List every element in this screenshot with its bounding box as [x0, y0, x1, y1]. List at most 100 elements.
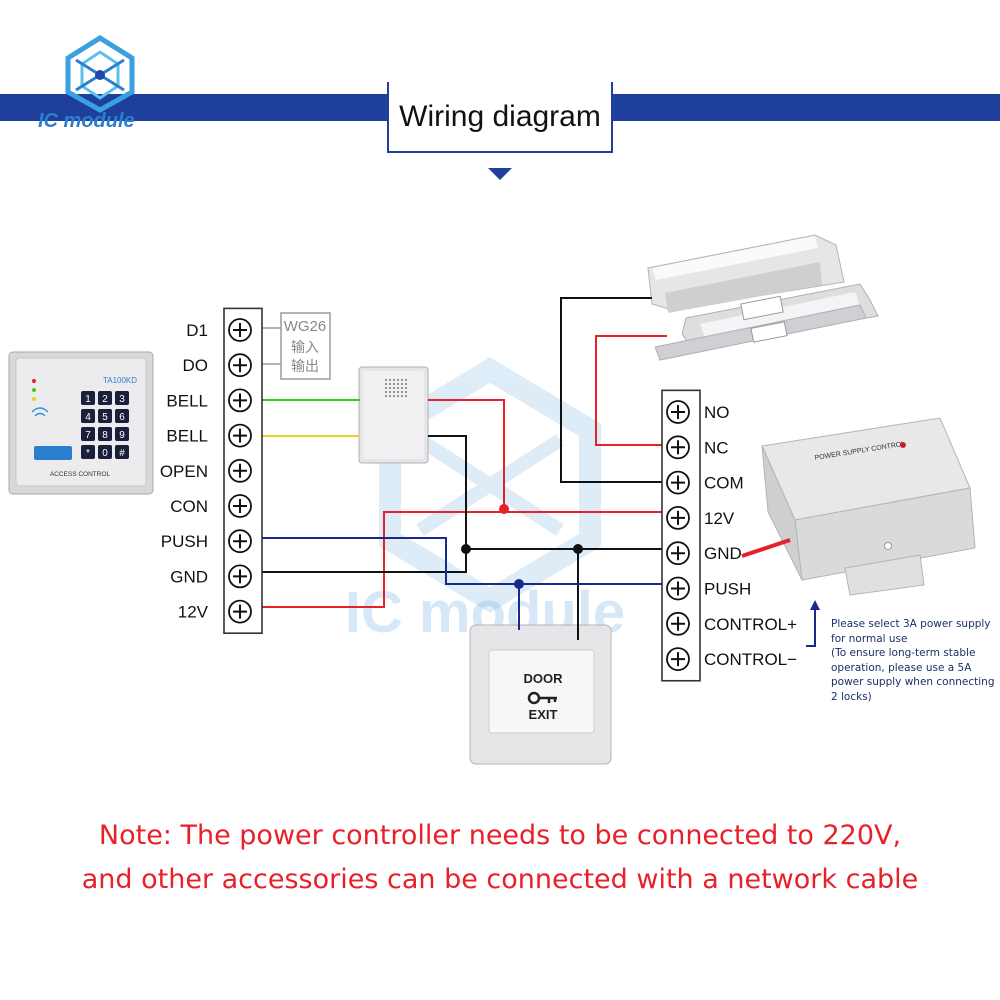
terminal-left-do: DO — [183, 353, 252, 378]
terminal-label-control: CONTROL+ — [704, 615, 797, 634]
bell-grille-hole — [389, 387, 391, 389]
terminal-strip-body — [661, 389, 701, 682]
bell-grille-hole — [393, 395, 395, 397]
title-box-border — [387, 82, 613, 153]
keypad-key — [81, 391, 95, 405]
bell-grille-hole — [393, 391, 395, 393]
brand-name: IC module — [38, 110, 135, 132]
bell-grille-hole — [389, 391, 391, 393]
power-supply-note: Please select 3A power supply for normal… — [831, 617, 999, 704]
terminal-left-bell: BELL — [166, 423, 252, 448]
junction-dot — [461, 544, 471, 554]
bell-grille-hole — [393, 387, 395, 389]
bell-grille-hole — [385, 391, 387, 393]
terminal-left-12v: 12V — [178, 599, 252, 624]
keypad-key-label: 0 — [102, 448, 108, 459]
keypad-key — [98, 427, 112, 441]
terminal-right-gnd: GND — [666, 541, 742, 566]
bell-grille-hole — [389, 395, 391, 397]
psu-gnd-wire-red — [741, 538, 791, 558]
keypad-key-label: # — [119, 448, 125, 459]
bell-grille-hole — [401, 387, 403, 389]
brand-logo — [65, 35, 135, 113]
keypad-key — [81, 409, 95, 423]
lock-nc-wire-red — [595, 335, 667, 446]
terminal-label-gnd: GND — [704, 544, 742, 563]
keypad-key-label: 6 — [119, 412, 125, 423]
terminal-right-push: PUSH — [666, 576, 751, 601]
bell-grille-hole — [385, 395, 387, 397]
keypad-key-label: 9 — [119, 430, 125, 441]
bell-grille-hole — [385, 383, 387, 385]
terminal-label-bell: BELL — [166, 427, 208, 446]
keypad-key — [98, 409, 112, 423]
terminal-label-do: DO — [183, 356, 209, 375]
keypad-key — [115, 427, 129, 441]
terminal-left-bell: BELL — [166, 388, 252, 413]
key-icon — [527, 691, 557, 705]
wire-junctions — [461, 504, 583, 589]
terminal-label-12v: 12V — [704, 509, 735, 528]
bell-grille-hole — [401, 391, 403, 393]
bell-grille-hole — [389, 379, 391, 381]
exit-button-line1: DOOR — [524, 671, 564, 686]
keypad-key-label: 5 — [102, 412, 108, 423]
keypad-model: TA100KD — [103, 376, 137, 385]
keypad-key-label: 3 — [119, 394, 125, 405]
power-supply-note-line1: Please select 3A power supply for normal… — [831, 618, 991, 645]
keypad-key-label: * — [86, 448, 90, 459]
note-line1: Note: The power controller needs to be c… — [98, 820, 902, 851]
gnd-wire-black — [256, 548, 662, 573]
bell-grille-hole — [405, 387, 407, 389]
bell-grille-hole — [405, 391, 407, 393]
keypad-key — [115, 445, 129, 459]
power-supply-note-line2: (To ensure long-term stable operation, p… — [831, 647, 995, 703]
arrow-up-icon — [806, 600, 820, 647]
terminal-label-gnd: GND — [170, 567, 208, 586]
bell-wire-black — [428, 435, 467, 549]
bell-grille-hole — [397, 383, 399, 385]
terminal-label-d1: D1 — [186, 321, 208, 340]
exit-button: DOOR EXIT — [469, 624, 612, 765]
terminal-left-open: OPEN — [160, 458, 252, 483]
exit-button-line2: EXIT — [529, 707, 558, 722]
magnetic-lock — [647, 234, 879, 361]
lock-com-wire-black — [560, 297, 662, 483]
bell-grille-hole — [405, 383, 407, 385]
push-wire-navy — [256, 537, 662, 585]
terminal-label-com: COM — [704, 474, 744, 493]
terminal-right-12v: 12V — [666, 506, 735, 530]
keypad-key — [98, 391, 112, 405]
bell-grille-hole — [393, 383, 395, 385]
terminal-label-bell: BELL — [166, 391, 208, 410]
terminal-label-no: NO — [704, 403, 730, 422]
terminal-label-nc: NC — [704, 438, 729, 457]
bell-grille-hole — [405, 379, 407, 381]
power-12v-wire-red — [256, 511, 662, 608]
terminal-label-con: CON — [170, 497, 208, 516]
bell-wire-red — [428, 399, 505, 509]
power-supply: POWER SUPPLY CONTROL — [761, 417, 976, 596]
junction-dot — [514, 579, 524, 589]
bell-grille-hole — [405, 395, 407, 397]
bell-grille-hole — [401, 383, 403, 385]
wires — [256, 297, 791, 640]
wg26-title: WG26 — [284, 318, 327, 335]
doorbell — [358, 366, 429, 464]
wg26-output-label: 输出 — [291, 358, 319, 374]
terminal-left-d1: D1 — [186, 318, 252, 342]
keypad-footer: ACCESS CONTROL — [50, 471, 111, 478]
terminal-right-nc: NC — [666, 435, 729, 460]
terminal-label-open: OPEN — [160, 462, 208, 481]
terminal-left-push: PUSH — [161, 529, 252, 554]
bell-grille-hole — [401, 395, 403, 397]
caret-down-icon — [488, 168, 512, 180]
keypad-key-label: 8 — [102, 430, 108, 441]
bell-grille-hole — [385, 379, 387, 381]
terminal-label-push: PUSH — [161, 532, 208, 551]
page-title: Wiring diagram — [399, 100, 601, 133]
